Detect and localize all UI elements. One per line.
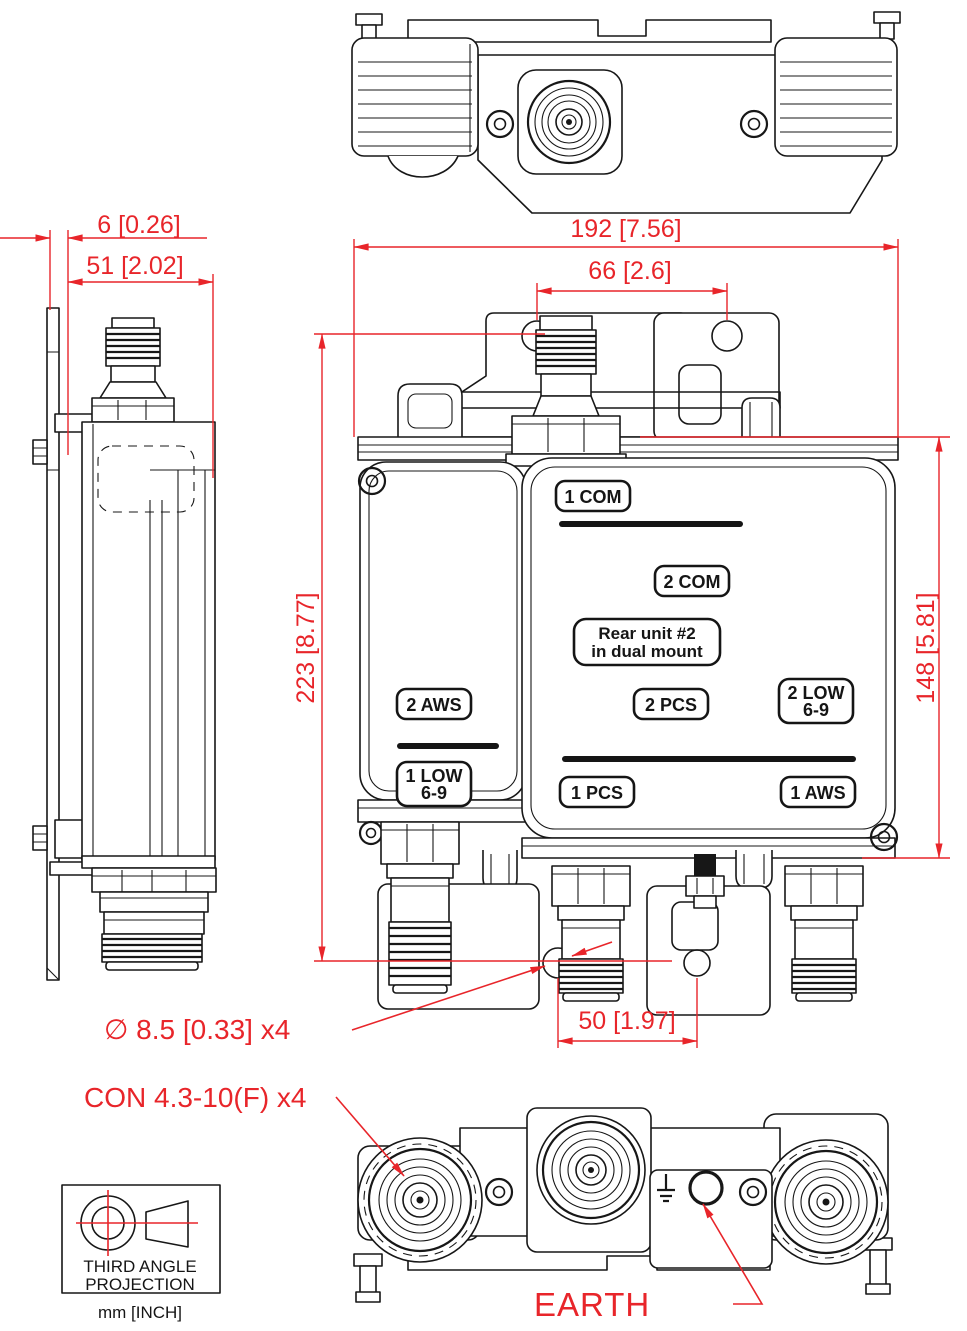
front-bottom-connector-left xyxy=(380,821,460,994)
side-body-lines xyxy=(92,424,215,858)
leader-mounting-hole xyxy=(351,965,546,1031)
side-view xyxy=(32,307,217,981)
label-2pcs: 2 PCS xyxy=(645,695,697,715)
label-box-1pcs xyxy=(558,775,636,809)
label-box-2aws xyxy=(395,687,473,721)
label-2aws: 2 AWS xyxy=(406,695,461,715)
label-1pcs: 1 PCS xyxy=(571,783,623,803)
dimensions: 6 [0.26] 51 [2.02] 192 [7.56] 66 [2.6] 2… xyxy=(0,211,950,1323)
label-box-2low xyxy=(777,677,855,725)
top-view-screws xyxy=(485,109,769,139)
dim-text-bottom-holes: 50 [1.97] xyxy=(578,1007,675,1035)
leader-connector-type xyxy=(335,1096,405,1177)
projection-box xyxy=(61,1184,221,1294)
leader-earth xyxy=(702,1203,764,1305)
note-connector-type: CON 4.3-10(F) x4 xyxy=(84,1082,307,1113)
label-2low-line1: 2 LOW xyxy=(788,683,845,703)
label-box-1com xyxy=(554,479,632,513)
label-1com: 1 COM xyxy=(564,487,621,507)
note-earth: EARTH xyxy=(534,1286,650,1323)
rear-unit-box xyxy=(359,461,527,801)
top-connector-rings xyxy=(526,79,612,165)
top-bracket-hole-right xyxy=(711,320,743,352)
bottom-connector-right-rings xyxy=(773,1149,879,1255)
note-mounting-hole: ∅ 8.5 [0.33] x4 xyxy=(104,1014,290,1045)
front-top-flange-lines xyxy=(358,444,898,453)
front-top-lug-left xyxy=(397,383,463,441)
side-plate-marks xyxy=(46,351,60,981)
label-box-1aws xyxy=(779,775,857,809)
label-box-2com xyxy=(653,564,731,598)
side-mount-plate xyxy=(46,307,60,981)
top-view-right-cap xyxy=(774,37,898,157)
top-bracket-cutout xyxy=(678,364,722,425)
ground-symbol-icon xyxy=(657,1174,675,1203)
front-corner-screws xyxy=(357,466,899,852)
label-box-1low xyxy=(395,760,473,808)
top-view-left-bulge xyxy=(387,155,459,178)
label-1low-line1: 1 LOW xyxy=(406,766,463,786)
bottom-connector-mid-rings xyxy=(541,1120,641,1220)
front-top-lug-right xyxy=(741,397,781,437)
front-earth-stud xyxy=(685,854,725,909)
dim-text-height: 223 [8.77] xyxy=(292,592,320,703)
dim-text-plate: 6 [0.26] xyxy=(97,211,180,239)
side-body xyxy=(81,421,216,861)
units-text: mm [INCH] xyxy=(98,1303,182,1322)
label-box-2pcs xyxy=(632,687,710,721)
bottom-view xyxy=(353,1107,893,1303)
leader-mounting-hole-2 xyxy=(571,941,613,957)
top-view-left-cap xyxy=(351,37,479,157)
projection-symbol: THIRD ANGLE PROJECTION mm [INCH] xyxy=(61,1184,221,1322)
top-view xyxy=(351,11,901,214)
label-1aws: 1 AWS xyxy=(790,783,845,803)
label-1low-line2: 6-9 xyxy=(421,783,447,803)
label-rear-note-line1: Rear unit #2 xyxy=(598,624,695,643)
label-2com: 2 COM xyxy=(663,572,720,592)
projection-text-line2: PROJECTION xyxy=(85,1275,195,1294)
label-rear-note-line2: in dual mount xyxy=(591,642,703,661)
front-top-flange-band xyxy=(357,436,899,461)
top-view-right-cap-lines xyxy=(780,61,892,147)
dim-text-depth: 51 [2.02] xyxy=(86,252,183,280)
front-top-connector xyxy=(532,315,600,417)
top-view-left-cap-lines xyxy=(358,44,472,152)
front-bottom-lug-left xyxy=(482,850,518,891)
label-box-rear-note xyxy=(572,617,722,667)
side-top-connector xyxy=(91,317,175,423)
hidden-line-right xyxy=(769,1145,883,1259)
front-bottom-lug-right xyxy=(735,850,773,889)
front-view: 1 COM 2 COM Rear unit #2 in dual mount 2… xyxy=(357,312,899,1016)
hidden-line-left xyxy=(363,1143,477,1257)
projection-centerlines xyxy=(76,1190,198,1256)
extension-lines xyxy=(49,230,950,1048)
bottom-view-screws xyxy=(484,1177,768,1207)
panel-labels: 1 COM 2 COM Rear unit #2 in dual mount 2… xyxy=(395,479,857,809)
bottom-bracket-hole-right xyxy=(683,949,711,977)
top-view-bracket-bar xyxy=(407,19,772,43)
bottom-view-side-bolts xyxy=(353,1237,893,1303)
projection-cone-icon xyxy=(145,1200,189,1248)
side-bottom-connector xyxy=(81,855,217,971)
front-unit-box-inner xyxy=(530,466,887,830)
label-2low-line2: 6-9 xyxy=(803,700,829,720)
dim-text-top-holes: 66 [2.6] xyxy=(588,257,671,285)
side-hidden-clamp xyxy=(97,445,195,513)
dim-text-width: 192 [7.56] xyxy=(570,215,681,243)
front-bottom-connector-right xyxy=(784,865,864,1002)
side-upper-bolt xyxy=(32,439,48,465)
front-bottom-connector-mid xyxy=(551,865,631,1002)
dim-text-body: 148 [5.81] xyxy=(912,592,940,703)
projection-text-line1: THIRD ANGLE xyxy=(83,1257,196,1276)
bottom-connector-left-rings xyxy=(367,1147,473,1253)
